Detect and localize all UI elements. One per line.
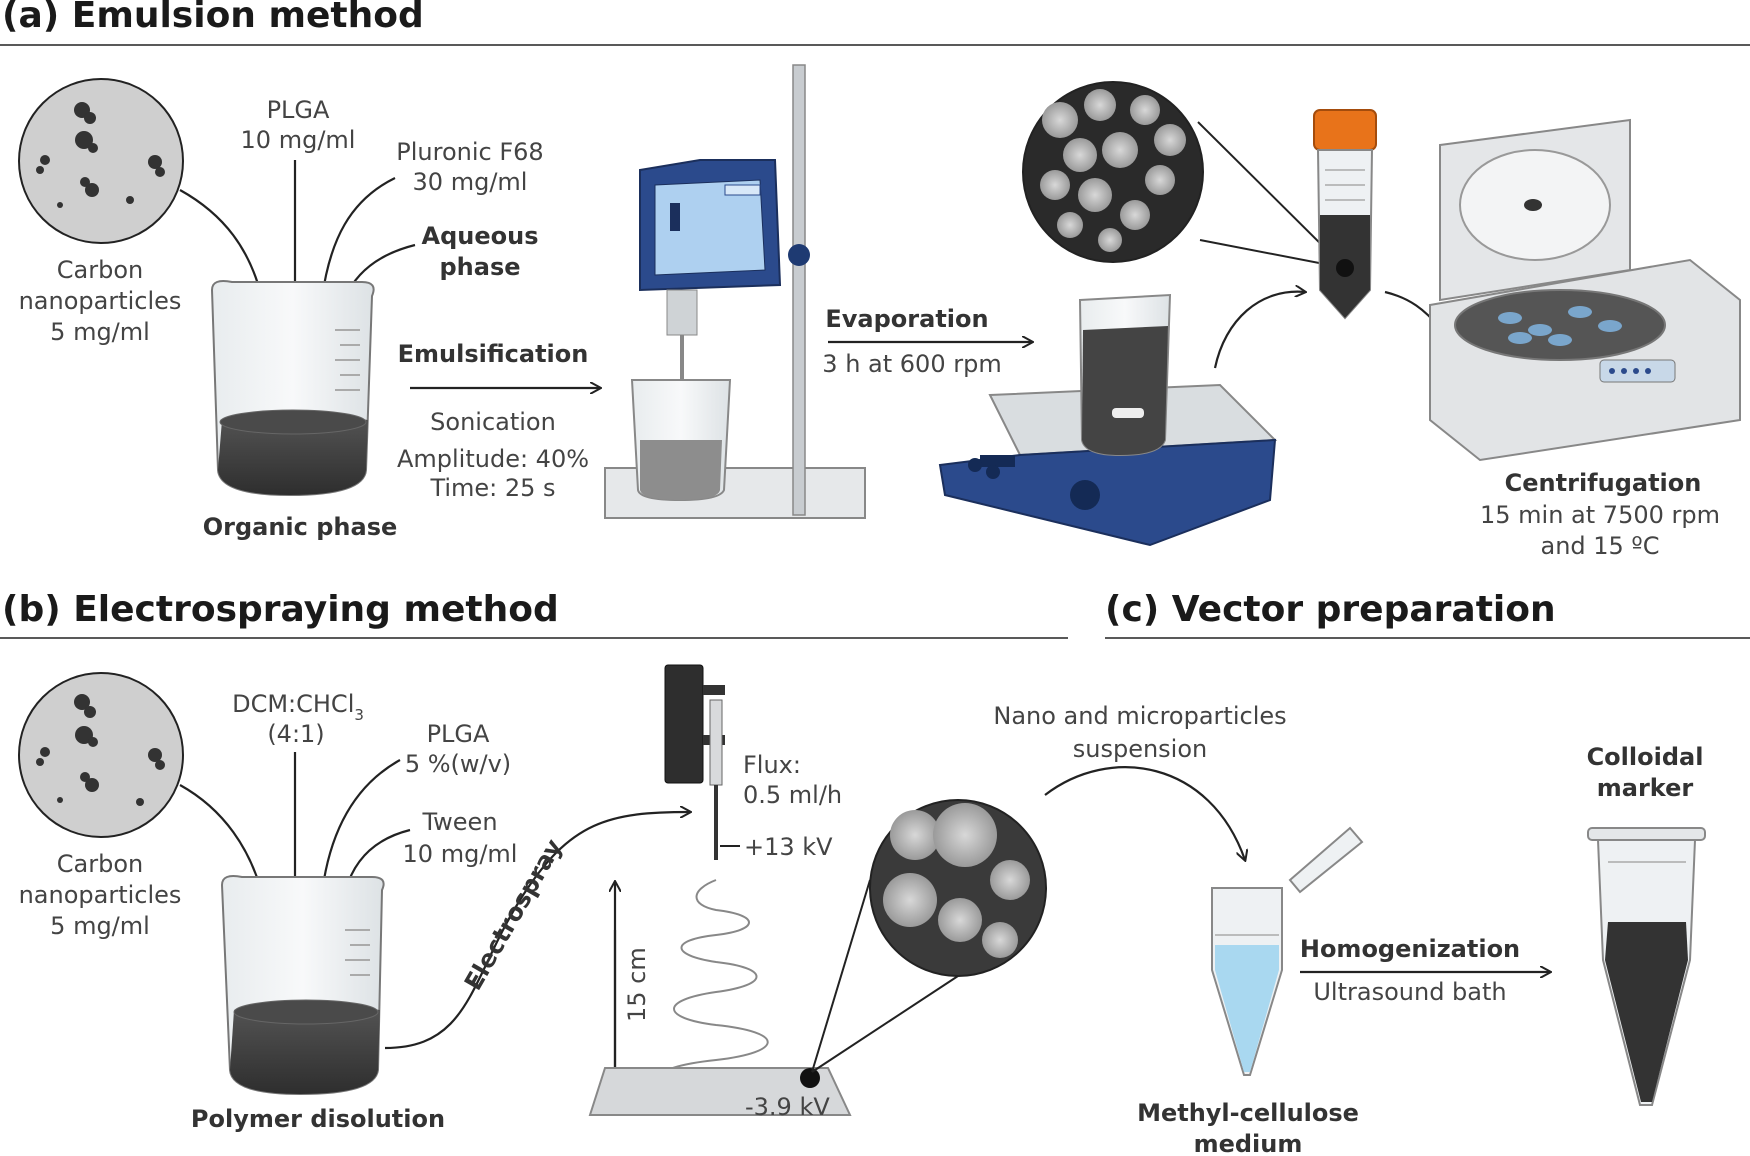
- arrow-stirrer-to-tube: [1213, 292, 1305, 369]
- section-c-title: (c) Vector preparation: [1105, 589, 1556, 630]
- beaker-polymer-disolution: [220, 875, 385, 1096]
- sonicator-device: [604, 64, 866, 519]
- centrifuge: [1429, 118, 1741, 462]
- section-vector: (c) Vector preparation Nano and micropar…: [993, 589, 1750, 1156]
- label-plga-conc-b: 5 %(w/v): [405, 750, 511, 778]
- section-emulsion: (a) Emulsion method PLGA 10 mg/ml Pluron…: [0, 0, 1750, 560]
- eppendorf-marker: [1587, 827, 1706, 1106]
- tem-image-carbon-b: [18, 672, 184, 838]
- sem-image-spheres: [1022, 81, 1204, 263]
- label-polymer-disolution: Polymer disolution: [191, 1105, 445, 1133]
- label-voltage-neg: -3.9 kV: [745, 1093, 830, 1121]
- label-carbon-1-b: Carbon: [57, 850, 143, 878]
- label-suspension-2: suspension: [1073, 735, 1208, 763]
- label-carbon-1-a: Carbon: [57, 256, 143, 284]
- zoom-line-3: [811, 879, 871, 1073]
- label-plga-b: PLGA: [427, 720, 490, 748]
- label-plga-a: PLGA: [267, 96, 330, 124]
- label-carbon-3-b: 5 mg/ml: [50, 912, 150, 940]
- label-centri-1: 15 min at 7500 rpm: [1480, 501, 1720, 529]
- label-medium-1: Methyl-cellulose: [1137, 1099, 1359, 1127]
- label-sonication: Sonication: [430, 408, 556, 436]
- section-a-title: (a) Emulsion method: [2, 0, 424, 36]
- eppendorf-medium: [1211, 826, 1364, 1076]
- label-medium-2: medium: [1194, 1130, 1303, 1156]
- label-marker-1: Colloidal: [1587, 743, 1704, 771]
- label-aqueous-1: Aqueous: [422, 222, 539, 250]
- label-time: Time: 25 s: [429, 474, 555, 502]
- label-ratio: (4:1): [267, 720, 324, 748]
- arrow-electrospray: [384, 812, 690, 1050]
- label-organic-phase: Organic phase: [203, 513, 398, 541]
- label-carbon-2-b: nanoparticles: [19, 881, 182, 909]
- label-evap-detail: 3 h at 600 rpm: [822, 350, 1001, 378]
- collector-dot: [800, 1068, 820, 1088]
- label-voltage-pos: +13 kV: [744, 833, 833, 861]
- label-pluronic-conc: 30 mg/ml: [413, 168, 528, 196]
- collector-plate: [588, 1067, 852, 1116]
- label-solvent: DCM:CHCl3: [232, 690, 364, 724]
- section-electrospraying: (b) Electrospraying method DCM:CHCl3 (4:…: [0, 589, 1068, 1133]
- magnetic-stirrer: [938, 293, 1278, 547]
- label-ultrasound: Ultrasound bath: [1313, 978, 1506, 1006]
- label-carbon-2-a: nanoparticles: [19, 287, 182, 315]
- label-centri-2: and 15 ºC: [1540, 532, 1659, 560]
- arrow-plga-b: [322, 759, 401, 893]
- label-evaporation: Evaporation: [825, 305, 988, 333]
- label-amplitude: Amplitude: 40%: [397, 445, 589, 473]
- label-pluronic: Pluronic F68: [396, 138, 543, 166]
- label-homogenization: Homogenization: [1300, 935, 1520, 963]
- label-flux-1: Flux:: [743, 751, 801, 779]
- falcon-tube: [1313, 109, 1377, 320]
- sem-image-microparticles: [869, 799, 1047, 977]
- label-carbon-3-a: 5 mg/ml: [50, 318, 150, 346]
- label-tween: Tween: [421, 808, 497, 836]
- arrow-pluronic: [322, 177, 396, 298]
- syringe-pump: [664, 664, 725, 860]
- tem-image-carbon-a: [18, 78, 184, 244]
- label-aqueous-2: phase: [439, 253, 520, 281]
- section-b-title: (b) Electrospraying method: [2, 589, 559, 630]
- label-marker-2: marker: [1597, 774, 1694, 802]
- label-centrifugation: Centrifugation: [1505, 469, 1702, 497]
- label-flux-2: 0.5 ml/h: [743, 781, 842, 809]
- label-emulsification: Emulsification: [398, 340, 589, 368]
- label-distance: 15 cm: [623, 947, 651, 1022]
- label-plga-conc-a: 10 mg/ml: [241, 126, 356, 154]
- beaker-organic-phase: [210, 280, 375, 497]
- arrow-suspension: [1044, 766, 1245, 860]
- zoom-line-4: [811, 975, 959, 1073]
- label-suspension-1: Nano and microparticles: [993, 702, 1286, 730]
- label-tween-conc: 10 mg/ml: [403, 840, 518, 868]
